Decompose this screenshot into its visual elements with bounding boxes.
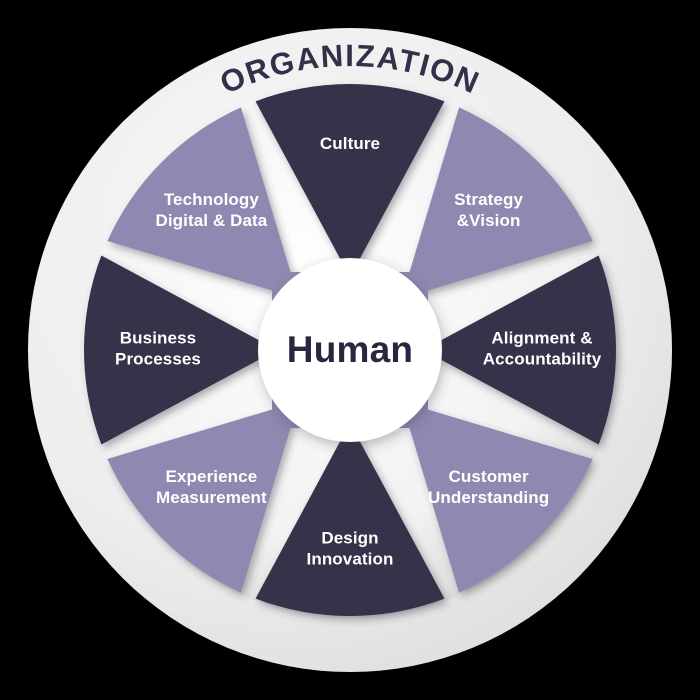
segment-culture[interactable]	[255, 84, 445, 277]
center-label: Human	[287, 329, 413, 370]
segment-experience-measurement[interactable]	[107, 401, 299, 593]
segment-label-line: Experience	[166, 468, 258, 487]
segment-label-line: Technology	[164, 190, 260, 209]
segment-label-line: Accountability	[483, 350, 602, 369]
segment-label-alignment-accountability: Alignment & Accountability	[483, 329, 602, 369]
segment-label-line: Business	[120, 329, 196, 348]
segment-label-line: Innovation	[307, 550, 394, 569]
segment-label-line: Processes	[115, 350, 201, 369]
segment-label-line: Design	[321, 529, 378, 548]
segment-design-innovation[interactable]	[255, 423, 445, 616]
segment-label-line: Customer	[449, 468, 529, 487]
segment-business-processes[interactable]	[84, 255, 278, 445]
segments-group	[84, 84, 616, 616]
segment-technology-digital-data[interactable]	[107, 107, 299, 299]
segment-label-culture: Culture	[320, 134, 380, 153]
segment-alignment-accountability[interactable]	[423, 255, 616, 445]
segment-label-line: Digital & Data	[155, 211, 267, 230]
segment-label-line: Strategy	[454, 190, 523, 209]
segment-strategy-vision[interactable]	[401, 107, 593, 299]
center-circle	[258, 258, 442, 442]
segment-label-line: Measurement	[156, 489, 267, 508]
segment-customer-understanding[interactable]	[401, 401, 593, 593]
segment-label-line: Culture	[320, 134, 380, 153]
segment-label-strategy-vision: Strategy&Vision	[454, 190, 523, 230]
segment-label-line: Alignment &	[491, 329, 592, 348]
segment-label-line: &Vision	[457, 211, 521, 230]
center-group: Human	[258, 258, 442, 442]
segment-label-line: Understanding	[428, 489, 549, 508]
